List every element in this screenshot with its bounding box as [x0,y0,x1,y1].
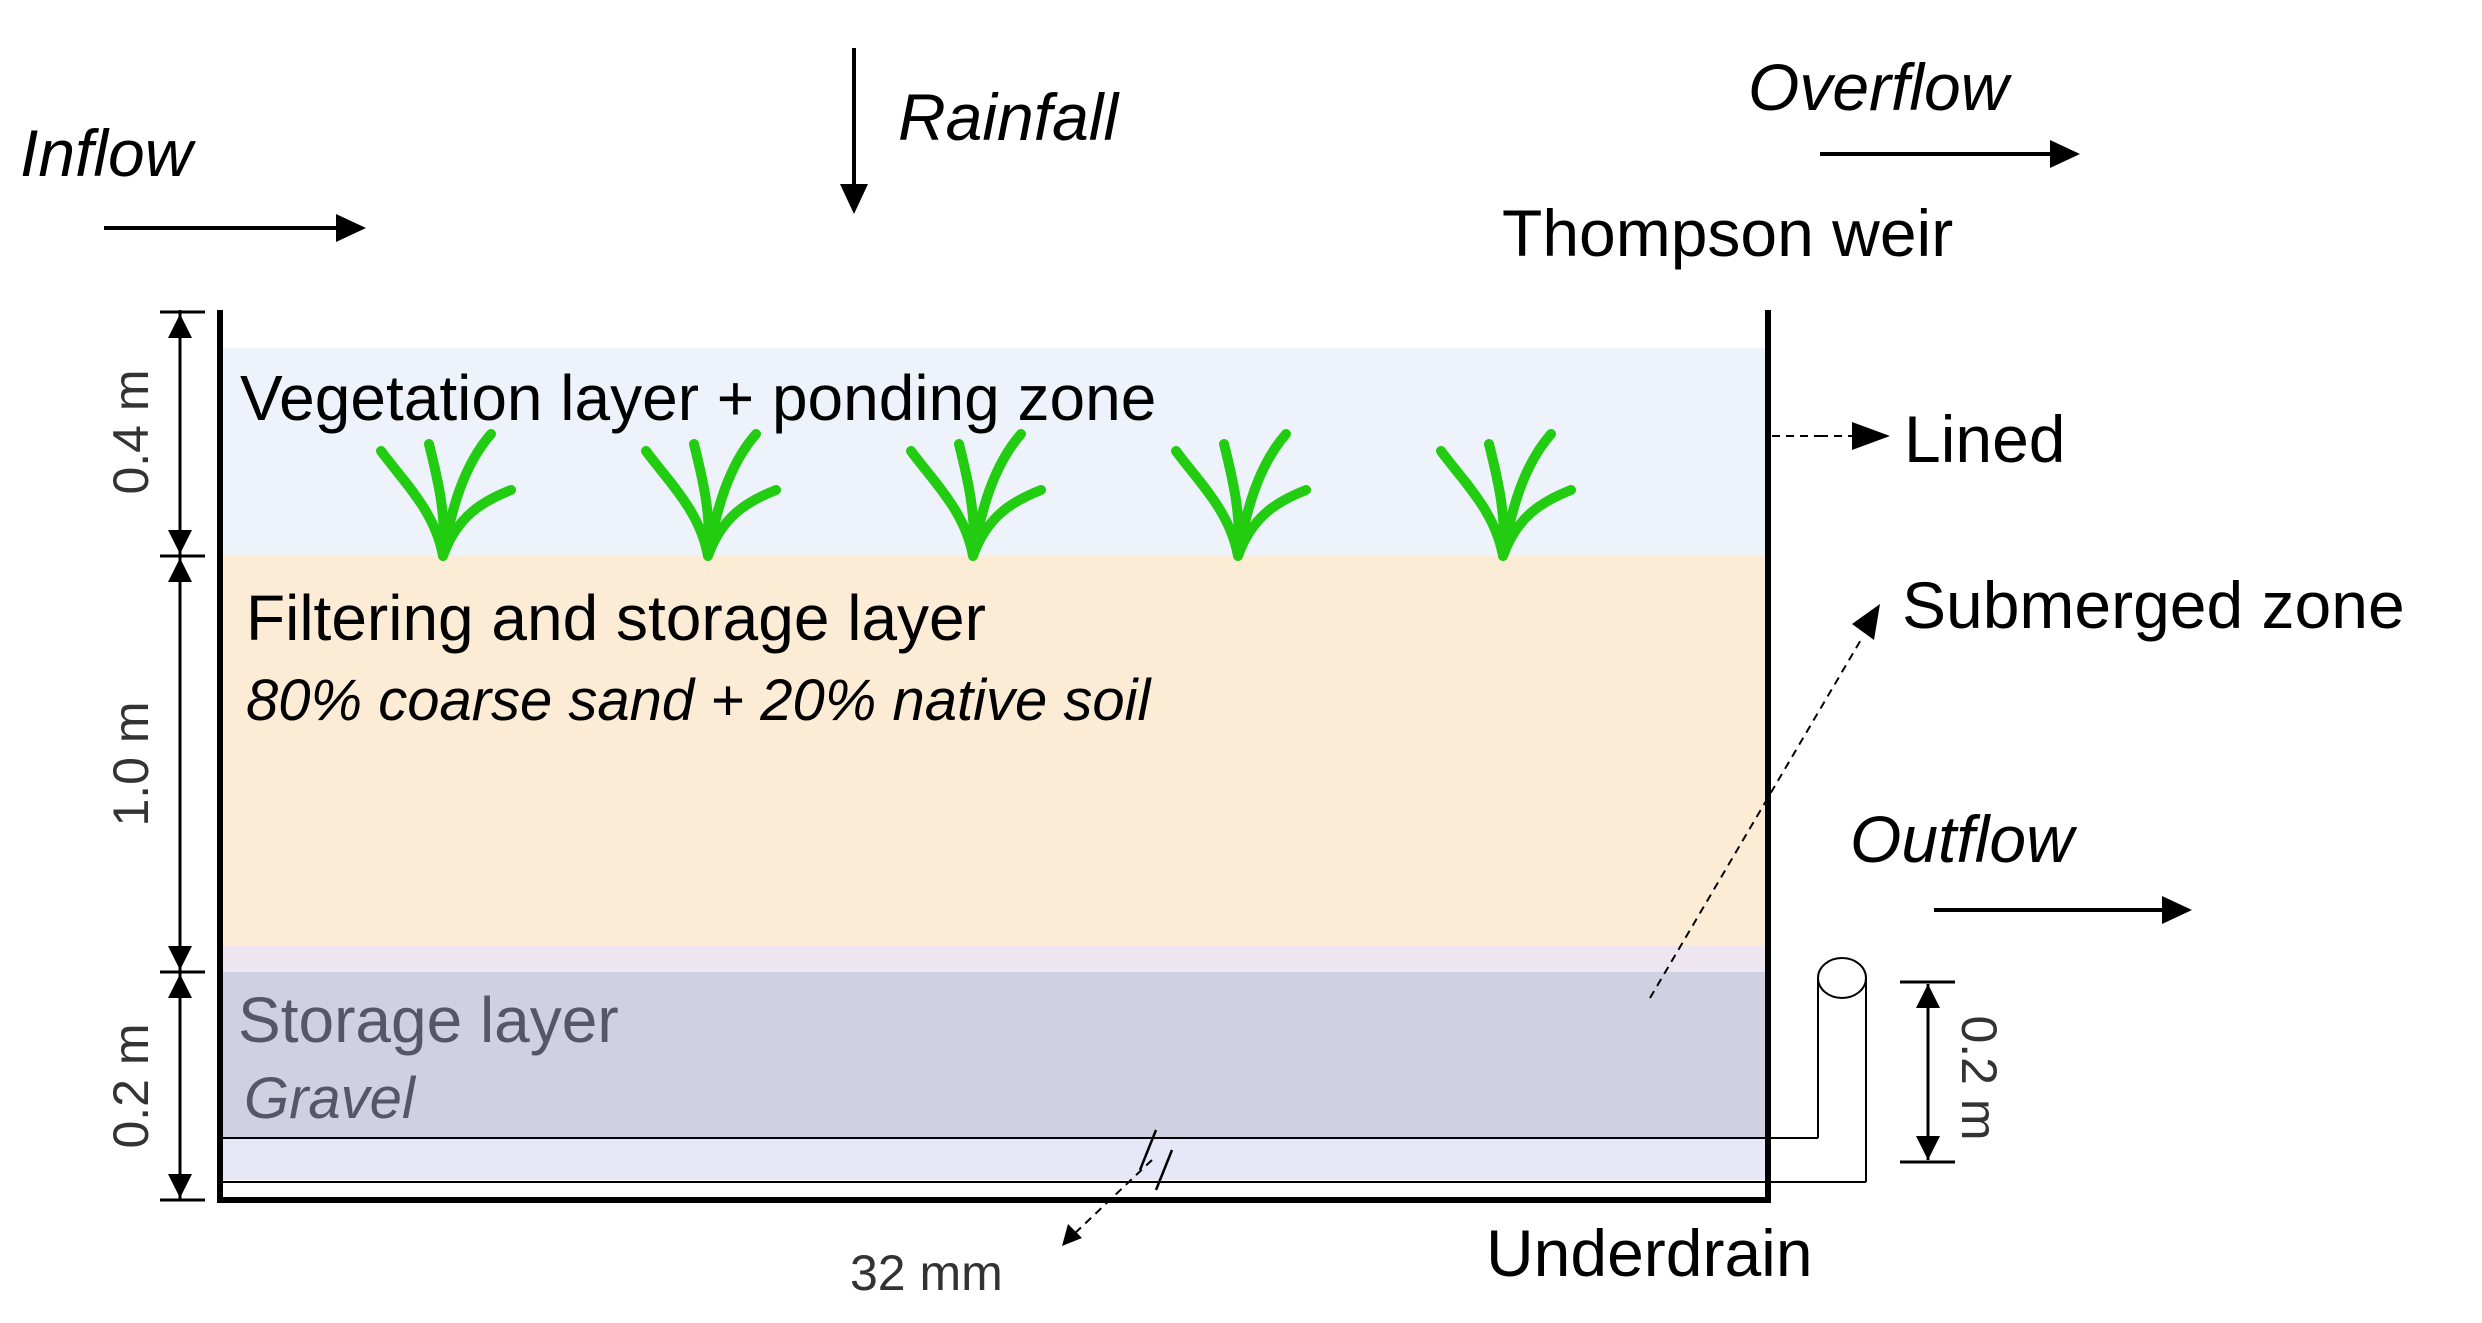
outflow-label: Outflow [1850,802,2078,876]
underdrain-label: Underdrain [1486,1216,1813,1290]
inflow-arrowhead [336,214,366,242]
filtering-layer-title: Filtering and storage layer [246,582,986,654]
pipe-diameter-label: 32 mm [850,1245,1003,1301]
transition-band [222,946,1766,972]
diameter-break-2 [1154,1149,1174,1191]
diameter-break-1 [1138,1129,1158,1171]
outflow-arrowhead [2162,896,2192,924]
plant-icon [376,429,516,561]
overflow-label: Overflow [1748,50,2013,124]
plant-icon [1436,429,1576,561]
thompson-weir-label: Thompson weir [1502,196,1953,270]
inflow-label: Inflow [20,116,197,190]
lined-label: Lined [1904,402,2066,476]
plant-icon [641,429,781,561]
storage-layer-subtitle: Gravel [244,1066,417,1131]
storage-layer [222,972,1766,1138]
dim-arrow [168,530,192,554]
overflow-arrowhead [2050,140,2080,168]
filtering-layer [222,556,1766,946]
filtering-layer-subtitle: 80% coarse sand + 20% native soil [246,668,1152,733]
filter-thickness-label: 1.0 m [103,701,159,826]
pipe-zone [222,1138,1766,1180]
dim-arrow [168,558,192,582]
veg-thickness-label: 0.4 m [103,369,159,494]
submerged-arrow-top [1916,984,1940,1008]
dim-arrow [168,946,192,970]
rainfall-arrowhead [840,184,868,214]
submerged-arrow-bottom [1916,1136,1940,1160]
diameter-leader [1071,1159,1153,1237]
lined-arrowhead [1852,422,1890,450]
riser-opening [1817,957,1867,999]
storage-layer-title: Storage layer [238,984,619,1056]
dim-arrow [168,314,192,338]
submerged-zone-label: Submerged zone [1902,568,2405,642]
plant-icon [1171,429,1311,561]
submerged-height-label: 0.2 m [1951,1015,2007,1140]
plant-icon [906,429,1046,561]
vegetation-layer-title: Vegetation layer + ponding zone [240,362,1156,434]
submerged-arrowhead [1852,604,1880,640]
dim-arrow [168,1174,192,1198]
dim-arrow [168,974,192,998]
rainfall-label: Rainfall [898,80,1120,154]
storage-thickness-label: 0.2 m [103,1023,159,1148]
diameter-arrowhead [1062,1224,1082,1246]
